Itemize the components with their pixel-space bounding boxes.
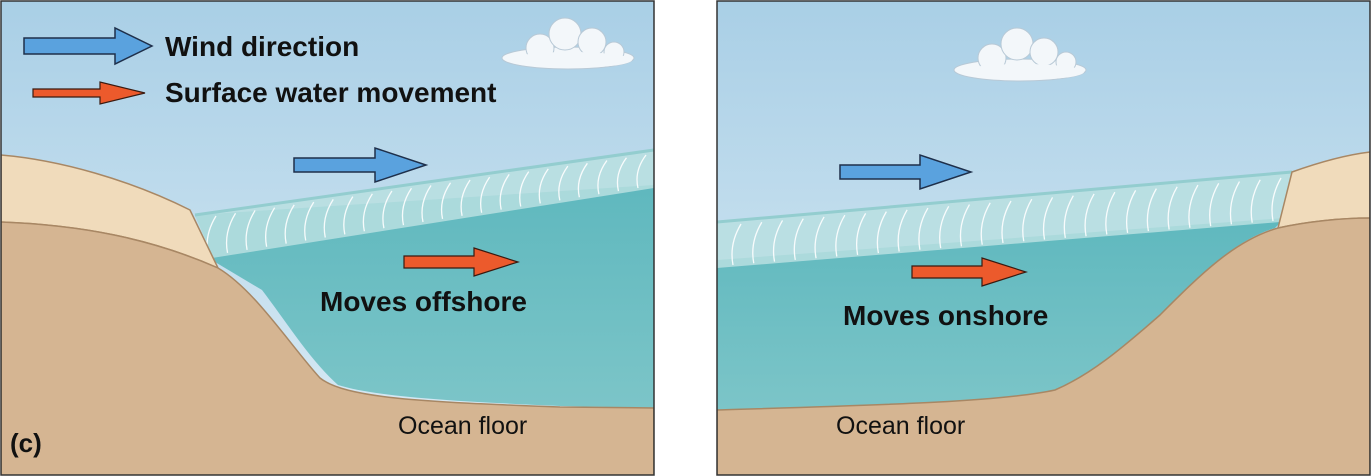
surface-hatching: [731, 177, 1282, 266]
surface-layer: [195, 150, 654, 258]
surface-layer: [717, 172, 1292, 268]
panel-onshore: [717, 1, 1370, 475]
figure-label: (c): [10, 428, 42, 458]
wind-arrow-icon: [839, 153, 974, 191]
ocean-floor: [1, 221, 654, 475]
wind-arrow-icon: [293, 146, 429, 184]
panel-offshore: [1, 1, 654, 475]
legend-wind-label: Wind direction: [165, 31, 359, 62]
legend-wind-arrow-icon: [23, 26, 154, 66]
ocean-floor-label: Ocean floor: [398, 412, 527, 440]
movement-label-onshore: Moves onshore: [843, 300, 1048, 331]
legend-surface-arrow-icon: [32, 81, 146, 105]
panel-border: [0, 0, 655, 476]
surface-arrow-icon: [911, 257, 1028, 287]
cloud-icon: [953, 27, 1087, 82]
cloud-icon: [501, 17, 635, 70]
movement-label-offshore: Moves offshore: [320, 286, 527, 317]
water: [717, 218, 1285, 410]
ocean-floor-label: Ocean floor: [836, 412, 965, 440]
ocean-floor: [717, 217, 1370, 475]
surface-hatching: [206, 154, 647, 257]
legend-surface-label: Surface water movement: [165, 77, 496, 108]
surface-arrow-icon: [403, 247, 520, 277]
panel-border: [716, 0, 1371, 476]
